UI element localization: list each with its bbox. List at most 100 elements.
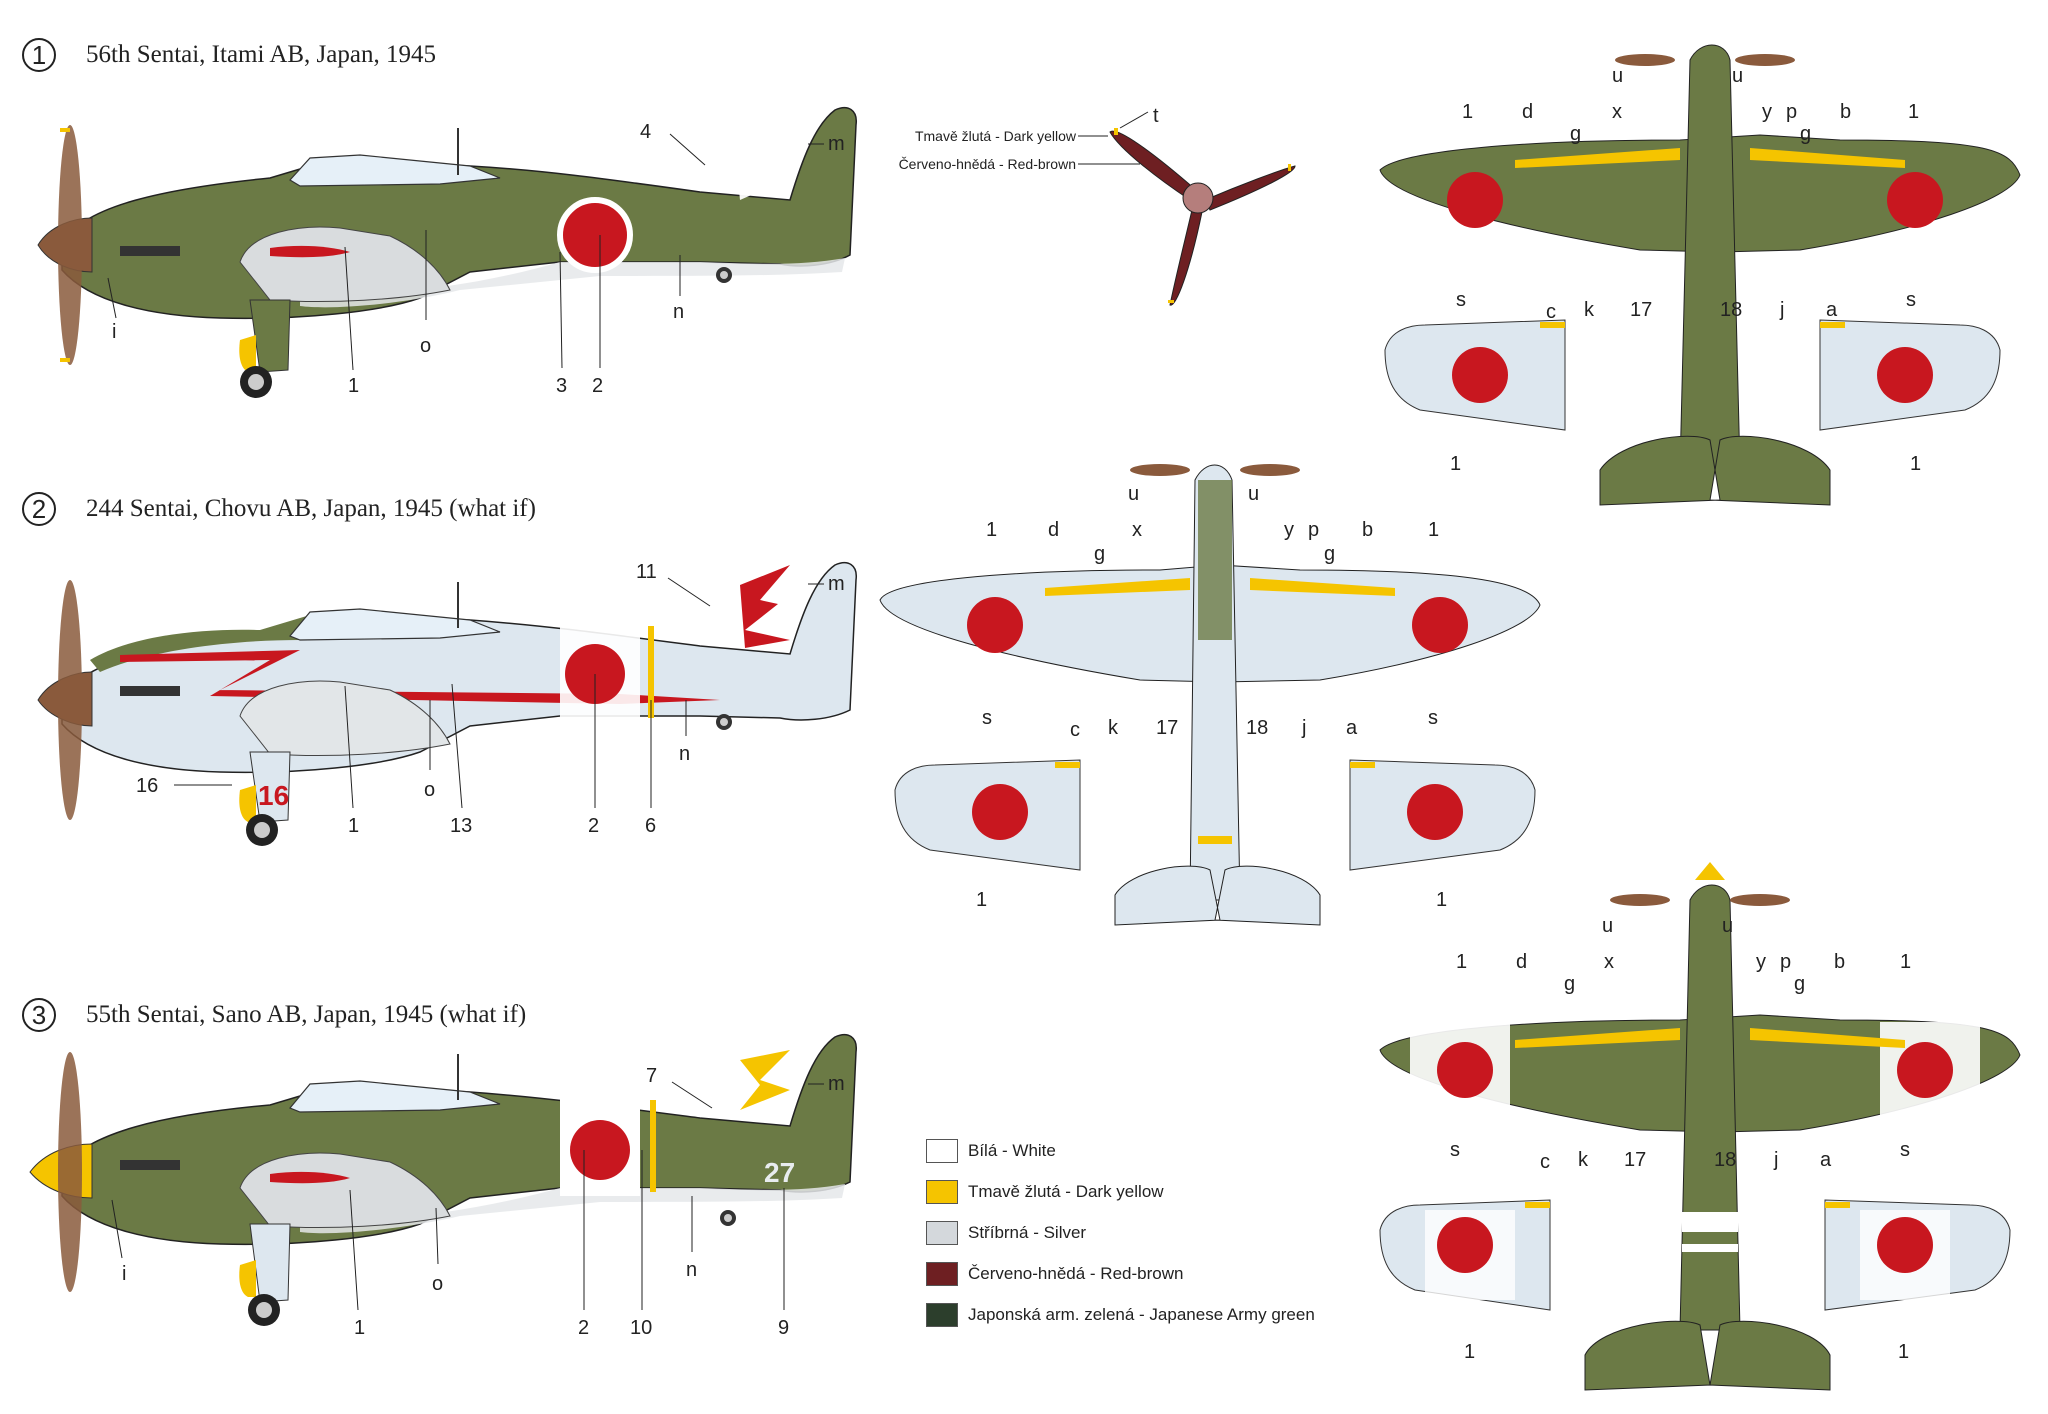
propeller xyxy=(58,1052,82,1292)
callout-label: 1 xyxy=(1456,951,1467,973)
callout-label: g xyxy=(1094,543,1105,565)
callout-label: 1 xyxy=(354,1317,365,1339)
radiator-fairing xyxy=(239,680,451,757)
callout-label: c xyxy=(1540,1151,1550,1173)
callout-label: 4 xyxy=(640,121,651,143)
legend-item-army-green: Japonská arm. zelená - Japanese Army gre… xyxy=(926,1294,1315,1335)
callout-label: x xyxy=(1132,519,1142,541)
prop-blade xyxy=(1109,130,1197,201)
radiator-fairing xyxy=(239,1152,451,1229)
callout-label: 3 xyxy=(556,375,567,397)
callout-label: y xyxy=(1284,519,1294,541)
callout-label: 1 xyxy=(1910,453,1921,475)
callout-label: 17 xyxy=(1156,717,1178,739)
scheme-2-callouts: 11 m 16 1 o 13 2 6 n xyxy=(136,561,845,837)
canopy xyxy=(289,1080,501,1113)
scheme-1-top-callouts: u u 1 d g x y p g b 1 s c k 17 18 j a s … xyxy=(1450,65,1921,475)
callout-label: a xyxy=(1826,299,1838,321)
callout-label: j xyxy=(1301,717,1306,739)
prop-blade xyxy=(1204,165,1296,211)
callout-label: d xyxy=(1048,519,1059,541)
callout-label: a xyxy=(1346,717,1358,739)
callout-label: 1 xyxy=(348,815,359,837)
callout-label: g xyxy=(1570,123,1581,145)
callout-label: 16 xyxy=(136,775,158,797)
callout-label: c xyxy=(1070,719,1080,741)
tail-marking xyxy=(740,565,790,648)
callout-label: u xyxy=(1732,65,1743,87)
callout-label: n xyxy=(673,301,684,323)
scheme-3-number: 3 xyxy=(22,998,56,1032)
callout-label: p xyxy=(1786,101,1797,123)
tail-code: 27 xyxy=(764,1157,795,1188)
callout-label: g xyxy=(1794,973,1805,995)
callout-label: 1 xyxy=(1898,1341,1909,1363)
legend-item-red-brown: Červeno-hnědá - Red-brown xyxy=(926,1253,1315,1294)
callout-label: u xyxy=(1612,65,1623,87)
scheme-1-underwing xyxy=(1384,319,2001,431)
callout-label: 18 xyxy=(1714,1149,1736,1171)
callout-label: 1 xyxy=(1464,1341,1475,1363)
callout-label: 1 xyxy=(1428,519,1439,541)
callout-label: 10 xyxy=(630,1317,652,1339)
callout-label: 18 xyxy=(1246,717,1268,739)
swatch-white xyxy=(926,1138,958,1163)
hinomaru xyxy=(557,197,633,273)
legend-label: Tmavě žlutá - Dark yellow xyxy=(968,1181,1164,1201)
scheme-2-underwing xyxy=(894,759,1536,871)
main-gear xyxy=(239,299,291,398)
scheme-2-top-callouts: u u 1 d g x y p g b 1 s c k 17 18 j a s … xyxy=(976,483,1447,911)
callout-label: s xyxy=(1456,289,1466,311)
callout-label: m xyxy=(828,573,845,595)
scheme-1-top-view xyxy=(1379,44,2021,506)
main-gear xyxy=(239,1223,291,1326)
main-gear: 16 xyxy=(239,751,291,846)
hinomaru xyxy=(1897,1042,1953,1098)
callout-label: 9 xyxy=(778,1317,789,1339)
scheme-2-side-view: 16 xyxy=(37,561,857,846)
callout-label: k xyxy=(1584,299,1595,321)
legend-label: Červeno-hnědá - Red-brown xyxy=(968,1263,1184,1283)
callout-label: a xyxy=(1820,1149,1832,1171)
callout-label: i xyxy=(112,321,116,343)
canopy xyxy=(289,608,501,641)
scheme-3-top-view xyxy=(1379,862,2021,1391)
scheme-2-number: 2 xyxy=(22,492,56,526)
hinomaru xyxy=(1447,172,1503,228)
callout-label: n xyxy=(679,743,690,765)
callout-label: 11 xyxy=(636,561,657,583)
callout-label: g xyxy=(1564,973,1575,995)
callout-label: 18 xyxy=(1720,299,1742,321)
callout-label: 17 xyxy=(1630,299,1652,321)
callout-label: 2 xyxy=(588,815,599,837)
scheme-1-title: 1 56th Sentai, Itami AB, Japan, 1945 xyxy=(22,38,436,72)
callout-label: s xyxy=(1900,1139,1910,1161)
legend-item-dark-yellow: Tmavě žlutá - Dark yellow xyxy=(926,1171,1315,1212)
hinomaru xyxy=(1437,1042,1493,1098)
fuselage xyxy=(61,561,857,774)
callout-label: 1 xyxy=(1462,101,1473,123)
scheme-3-callouts: 7 m i 1 o 2 10 n 9 xyxy=(111,1065,845,1339)
scheme-1-side-view xyxy=(37,106,857,398)
hinomaru xyxy=(1887,172,1943,228)
scheme-3-title: 3 55th Sentai, Sano AB, Japan, 1945 (wha… xyxy=(22,998,526,1032)
callout-label: y xyxy=(1756,951,1766,973)
callout-label: p xyxy=(1308,519,1319,541)
scheme-1-number: 1 xyxy=(22,38,56,72)
callout-label: 6 xyxy=(645,815,656,837)
tail-marking xyxy=(740,1050,790,1110)
callout-label: s xyxy=(1450,1139,1460,1161)
callout-label: s xyxy=(1428,707,1438,729)
swatch-red-brown xyxy=(926,1261,958,1286)
callout-label: 7 xyxy=(646,1065,657,1087)
tail-marking xyxy=(735,135,790,200)
legend-label: Bílá - White xyxy=(968,1140,1056,1160)
callout-label: 1 xyxy=(1908,101,1919,123)
callout-label: 1 xyxy=(1450,453,1461,475)
callout-label: b xyxy=(1362,519,1373,541)
callout-label: 2 xyxy=(578,1317,589,1339)
callout-label: m xyxy=(828,133,845,155)
callout-label: 13 xyxy=(450,815,472,837)
callout-label: 1 xyxy=(1436,889,1447,911)
legend-label: Japonská arm. zelená - Japanese Army gre… xyxy=(968,1304,1315,1324)
